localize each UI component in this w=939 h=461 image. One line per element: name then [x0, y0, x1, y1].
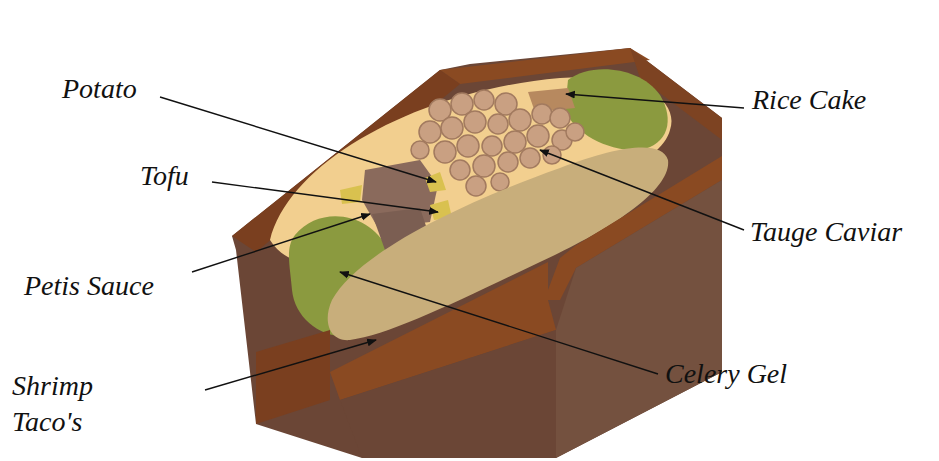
box-front-wall	[256, 330, 330, 424]
leader-line	[205, 340, 376, 390]
leader-line	[540, 150, 744, 230]
box-body	[232, 48, 722, 458]
part-label: Potato	[62, 71, 137, 107]
leader-lines	[160, 94, 744, 390]
leader-line	[340, 272, 658, 374]
part-label: Tauge Caviar	[750, 214, 902, 250]
petis-sauce	[565, 69, 668, 150]
leader-line	[160, 97, 436, 182]
part-label: Shrimp Taco's	[12, 368, 112, 441]
leader-line	[212, 182, 438, 212]
part-label: Tofu	[140, 158, 189, 194]
leader-line	[192, 214, 370, 272]
part-label: Celery Gel	[665, 356, 787, 392]
box-front-face	[340, 330, 556, 458]
leader-line	[566, 94, 744, 108]
part-label: Petis Sauce	[24, 268, 154, 304]
part-label: Rice Cake	[752, 82, 866, 118]
box-side-face	[556, 180, 722, 458]
